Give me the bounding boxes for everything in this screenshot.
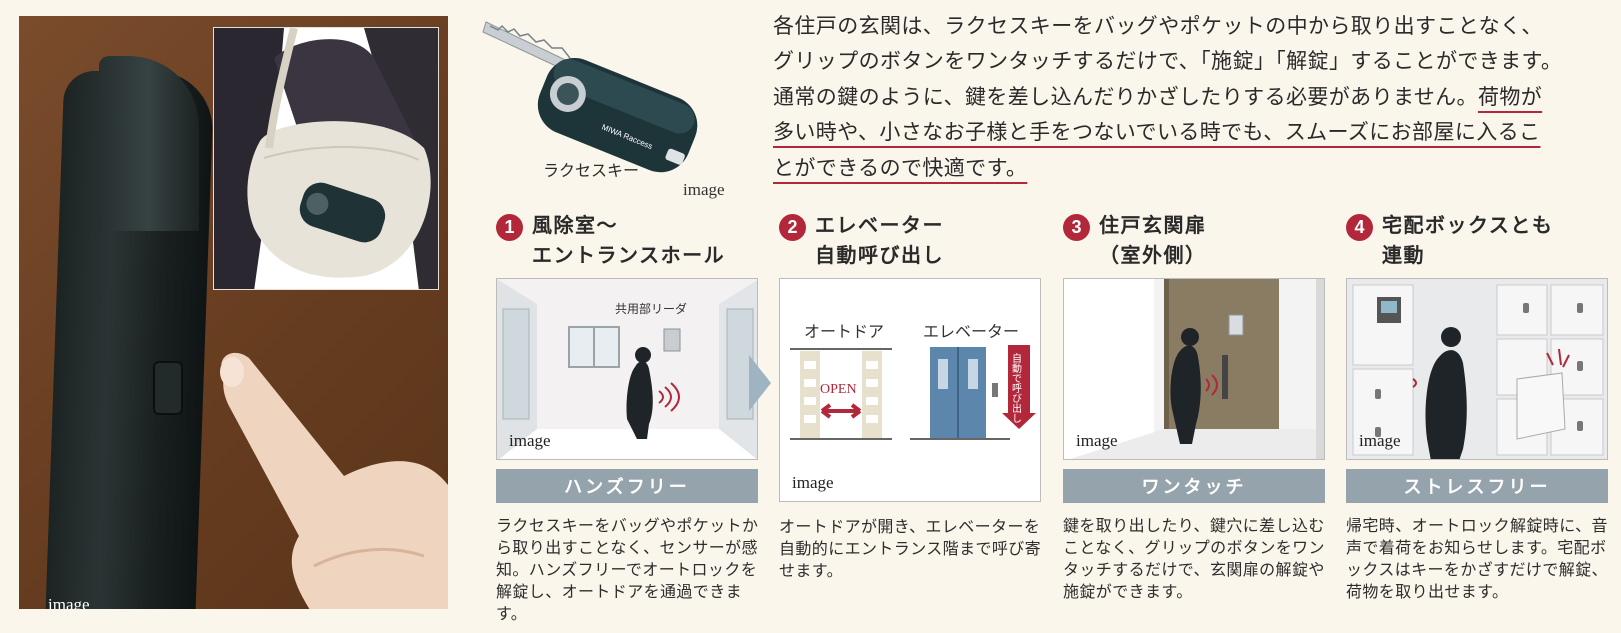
intro-line-5-underlined: とができるので快適です。	[773, 155, 1028, 180]
step-title: 住戸玄関扉 （室外側）	[1099, 213, 1207, 267]
auto-call-label: 自動で呼び出し	[1010, 352, 1022, 423]
intro-line-5: とができるので快適です。	[773, 151, 1613, 186]
key-caption: ラクセスキー	[543, 161, 640, 180]
intro-line-4: 多い時や、小さなお子様と手をつないでいる時でも、スムーズにお部屋に入るこ	[773, 115, 1613, 150]
key-image-label: image	[683, 180, 725, 199]
stress-free-badge: ストレスフリー	[1346, 469, 1608, 503]
chevron-right-icon	[749, 355, 771, 411]
step-image-label: image	[509, 431, 551, 450]
intro-line-3-plain: 通常の鍵のように、鍵を差し込んだりかざしたりする必要がありません。	[773, 84, 1478, 109]
step-entrance-hall: 1 風除室～ エントランスホール 共用部リーダ image ハンズフリー ラクセ…	[496, 210, 758, 623]
step-front-door: 3 住戸玄関扉 （室外側） image ワンタッチ 鍵を取り出したり、鍵穴に差し…	[1063, 210, 1325, 601]
step-title: 風除室～ エントランスホール	[532, 213, 726, 267]
step-header: 2 エレベーター 自動呼び出し	[779, 210, 1041, 272]
one-touch-badge: ワンタッチ	[1063, 469, 1325, 503]
hands-free-badge: ハンズフリー	[496, 469, 758, 503]
intro-line-1: 各住戸の玄関は、ラクセスキーをバッグやポケットの中から取り出すことなく、	[773, 14, 1543, 38]
step-header: 4 宅配ボックスとも 連動	[1346, 210, 1608, 272]
step-header: 1 風除室～ エントランスホール	[496, 210, 758, 272]
step-image-label: image	[1359, 431, 1401, 450]
front-door-illustration: image	[1063, 278, 1325, 460]
elevator-call-illustration: オートドア エレベーター OPEN 自動で呼び出し image	[779, 278, 1041, 502]
step-description: 帰宅時、オートロック解錠時に、音声で着荷をお知らせします。宅配ボックスはキーをか…	[1346, 516, 1608, 601]
intro-line-3: 通常の鍵のように、鍵を差し込んだりかざしたりする必要がありません。荷物が	[773, 80, 1613, 115]
step-elevator-call: 2 エレベーター 自動呼び出し オートドア エレベーター OPEN	[779, 210, 1041, 580]
delivery-box-illustration: image	[1346, 278, 1608, 460]
shoulder-bag-photo	[213, 27, 439, 290]
auto-door-label: オートドア	[804, 322, 884, 341]
entrance-hall-illustration: 共用部リーダ image	[496, 278, 758, 460]
step-number-badge: 4	[1346, 214, 1373, 241]
intro-line-3-underlined: 荷物が	[1477, 84, 1543, 109]
intro-line-2: グリップのボタンをワンタッチするだけで、「施錠」「解錠」することができます。	[773, 49, 1563, 74]
step-title: 宅配ボックスとも 連動	[1382, 213, 1554, 267]
step-description: ラクセスキーをバッグやポケットから取り出すことなく、センサーが感知。ハンズフリー…	[496, 516, 759, 623]
door-grip-cap	[99, 56, 199, 231]
step-description: 鍵を取り出したり、鍵穴に差し込むことなく、グリップのボタンをワンタッチするだけで…	[1063, 516, 1325, 601]
step-description: オートドアが開き、エレベーターを自動的にエントランス階まで呼び寄せます。	[779, 517, 1042, 580]
pointing-hand-illustration	[220, 352, 448, 609]
door-photo-image-label: image	[48, 595, 90, 609]
step-image-label: image	[792, 473, 834, 492]
step-title: エレベーター 自動呼び出し	[815, 213, 944, 267]
shared-reader-label: 共用部リーダ	[615, 301, 687, 316]
step-header: 3 住戸玄関扉 （室外側）	[1063, 210, 1325, 272]
step-image-label: image	[1076, 431, 1118, 450]
step-number-badge: 1	[496, 214, 523, 241]
elevator-label: エレベーター	[923, 322, 1019, 341]
open-label: OPEN	[820, 382, 857, 397]
step-number-badge: 3	[1063, 214, 1090, 241]
intro-line-4-underlined: 多い時や、小さなお子様と手をつないでいる時でも、スムーズにお部屋に入るこ	[773, 120, 1541, 145]
step-number-badge: 2	[779, 214, 806, 241]
raccess-key-illustration: MIWA Raccess	[482, 21, 698, 173]
step-delivery-box: 4 宅配ボックスとも 連動	[1346, 210, 1608, 601]
intro-paragraph: 各住戸の玄関は、ラクセスキーをバッグやポケットの中から取り出すことなく、 グリッ…	[773, 9, 1613, 186]
grip-touch-button	[153, 361, 183, 415]
